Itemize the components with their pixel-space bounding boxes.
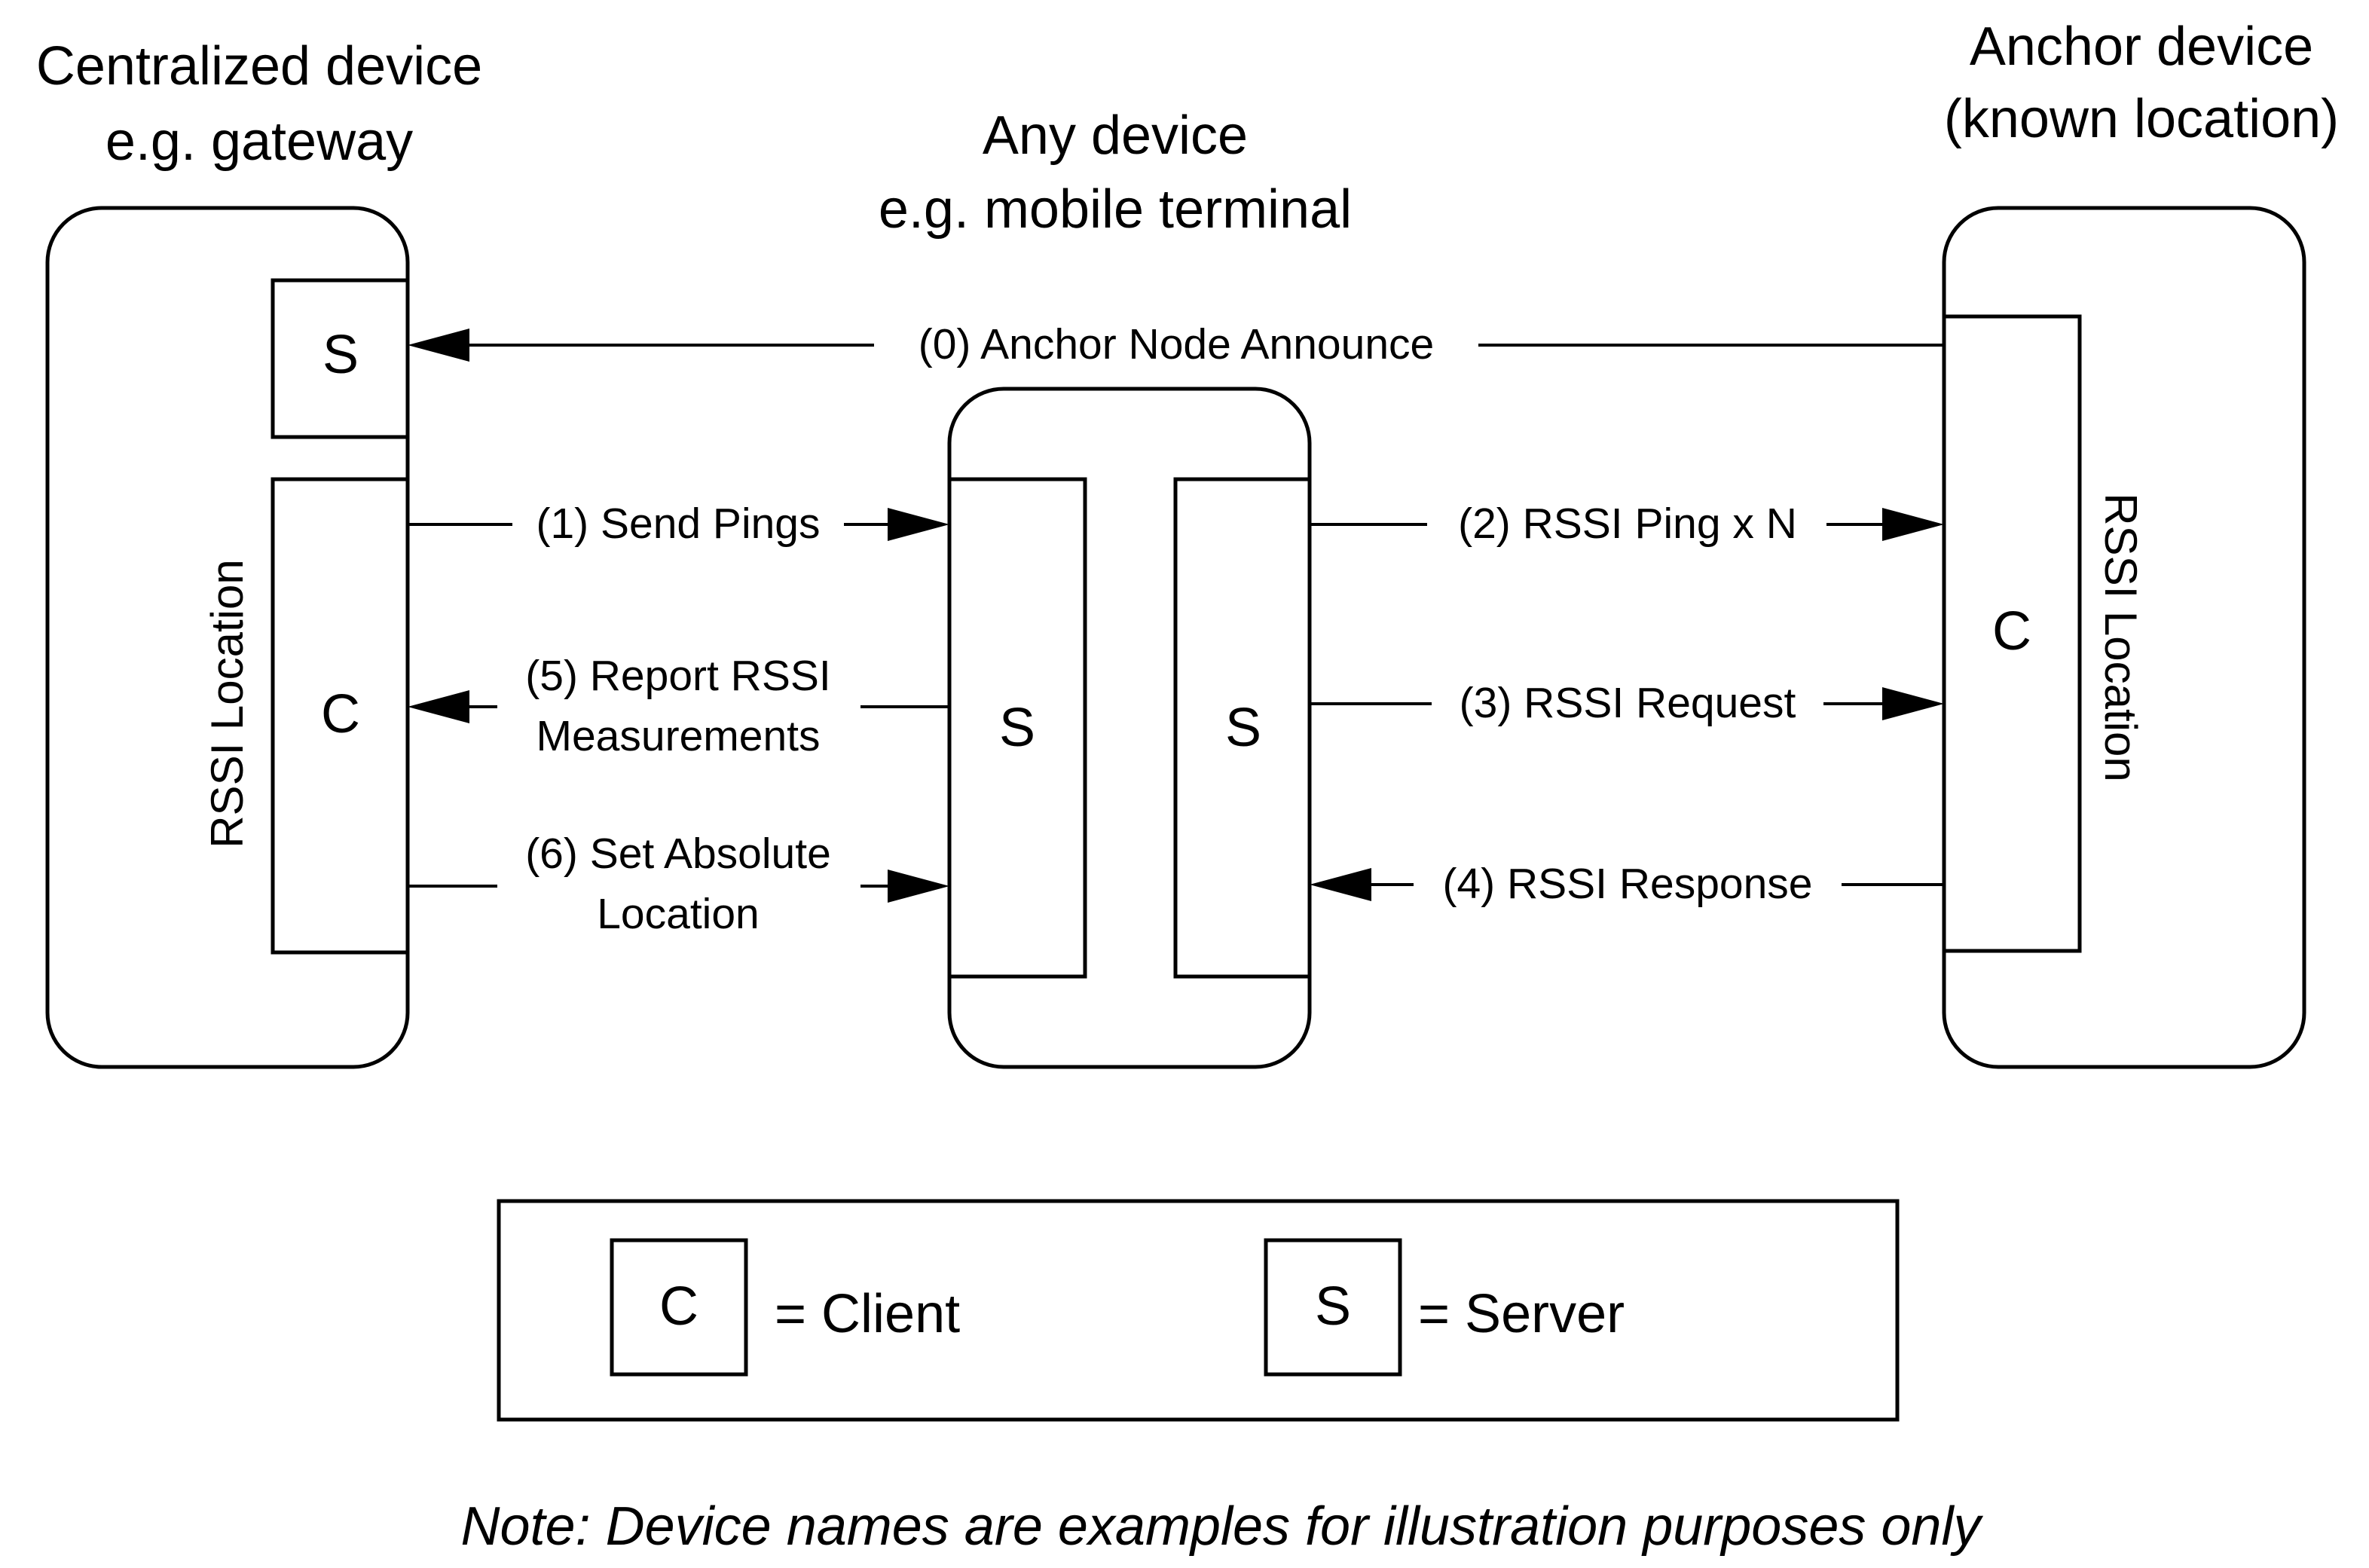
message-1-arrowhead: [888, 508, 949, 541]
message-5-arrowhead: [408, 690, 469, 723]
legend-server-symbol: S: [1315, 1276, 1351, 1337]
legend: C = Client S = Server: [497, 1199, 1900, 1422]
anchor-device-title: Anchor device (known location): [1944, 17, 2339, 149]
message-3-label: (3) RSSI Request: [1460, 679, 1796, 727]
anchor-title-line1: Anchor device: [1970, 17, 2313, 77]
message-6-label-line2: Location: [597, 890, 760, 938]
any-device-title: Any device e.g. mobile terminal: [879, 105, 1352, 240]
message-3-arrow: (3) RSSI Request: [1310, 679, 1944, 727]
centralized-client-label: C: [321, 684, 360, 744]
message-5-arrow: (5) Report RSSI Measurements: [408, 652, 949, 760]
any-server-right-label: S: [1225, 698, 1261, 758]
legend-server-symbol-box: [1264, 1238, 1402, 1377]
centralized-client-box: [271, 477, 410, 955]
legend-client-symbol: C: [659, 1276, 698, 1337]
any-server-box-left: [947, 477, 1087, 979]
anchor-client-box: [1942, 314, 2082, 953]
message-2-label: (2) RSSI Ping x N: [1458, 500, 1797, 548]
centralized-title-line1: Centralized device: [36, 36, 482, 96]
centralized-title-line2: e.g. gateway: [105, 112, 413, 172]
centralized-rssi-location-label: RSSI Location: [202, 559, 252, 848]
message-4-arrowhead: [1310, 868, 1371, 901]
anchor-rssi-location-label: RSSI Location: [2095, 493, 2146, 782]
legend-client-symbol-box: [610, 1238, 748, 1377]
message-6-label-line1: (6) Set Absolute: [525, 830, 831, 878]
message-3-arrowhead: [1882, 687, 1944, 720]
message-6-arrowhead: [888, 870, 949, 903]
centralized-device-title: Centralized device e.g. gateway: [36, 36, 482, 172]
any-device: S S: [947, 387, 1312, 1069]
any-title-line1: Any device: [983, 105, 1248, 166]
message-0-label: (0) Anchor Node Announce: [919, 320, 1434, 368]
any-server-left-label: S: [999, 698, 1035, 758]
anchor-device: C RSSI Location: [1942, 206, 2306, 1069]
legend-client-text: = Client: [775, 1284, 960, 1344]
message-1-arrow: (1) Send Pings: [408, 500, 949, 548]
message-0-arrow: (0) Anchor Node Announce: [408, 320, 1944, 368]
anchor-client-label: C: [1992, 601, 2031, 662]
legend-server-text: = Server: [1418, 1284, 1625, 1344]
footnote: Note: Device names are examples for illu…: [461, 1496, 1984, 1557]
centralized-server-box: [271, 278, 410, 439]
message-4-arrow: (4) RSSI Response: [1310, 860, 1944, 908]
message-2-arrow: (2) RSSI Ping x N: [1310, 500, 1944, 548]
anchor-title-line2: (known location): [1944, 89, 2339, 149]
message-6-arrow: (6) Set Absolute Location: [408, 830, 949, 938]
message-2-arrowhead: [1882, 508, 1944, 541]
centralized-server-label: S: [322, 325, 359, 385]
any-title-line2: e.g. mobile terminal: [879, 179, 1352, 240]
message-5-label-line1: (5) Report RSSI: [525, 652, 830, 700]
message-5-label-line2: Measurements: [536, 712, 821, 760]
message-0-arrowhead: [408, 329, 469, 362]
message-4-label: (4) RSSI Response: [1442, 860, 1812, 908]
message-1-label: (1) Send Pings: [536, 500, 820, 548]
centralized-device: S C RSSI Location: [45, 206, 410, 1069]
any-server-box-right: [1173, 477, 1312, 979]
